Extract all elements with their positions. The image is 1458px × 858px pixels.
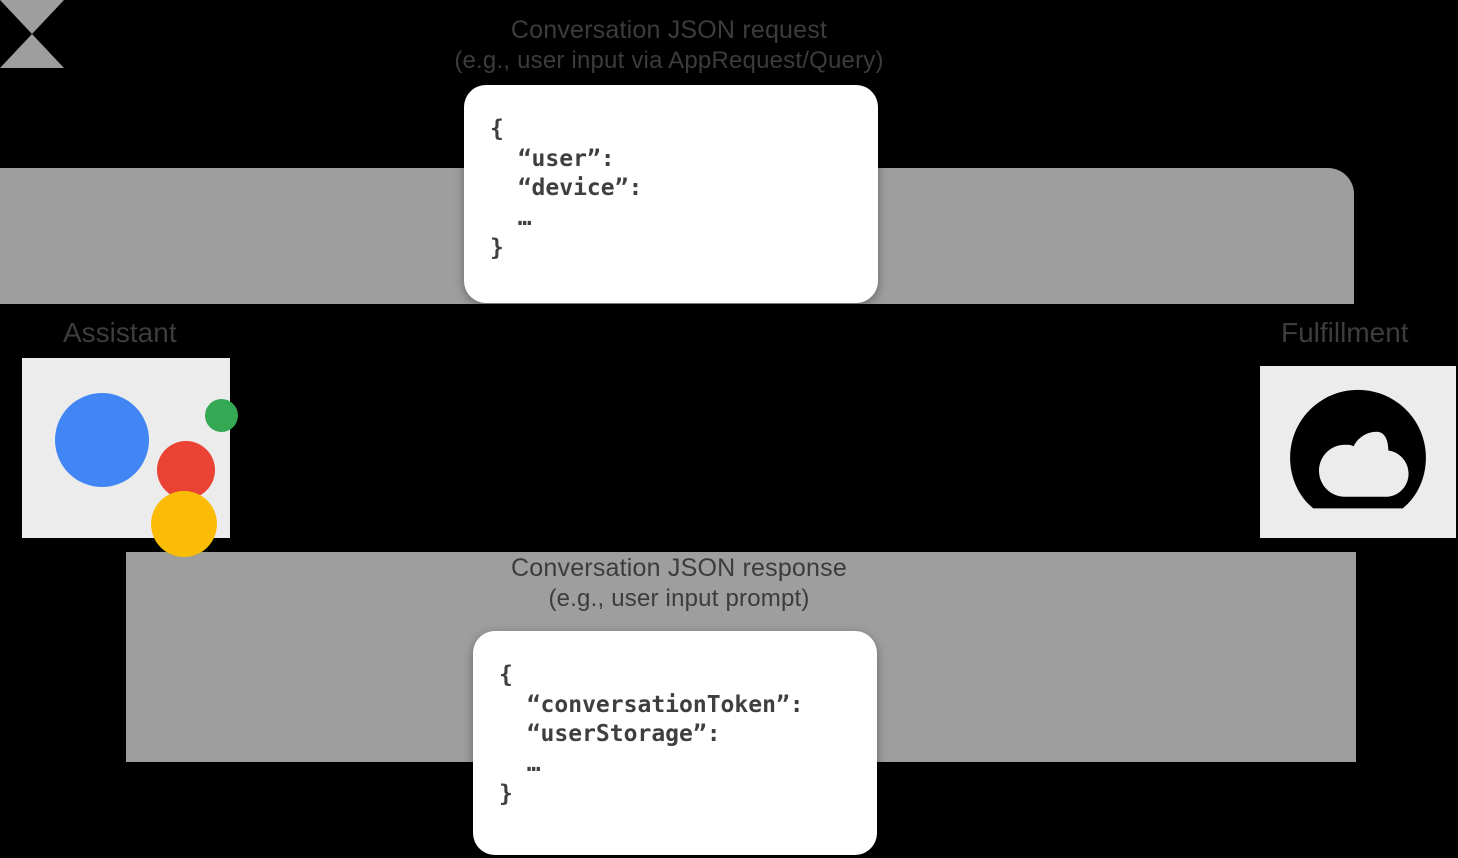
response-caption: Conversation JSON response (e.g., user i… bbox=[339, 552, 1019, 615]
response-caption-line2: (e.g., user input prompt) bbox=[548, 585, 810, 612]
google-assistant-logo-icon bbox=[41, 373, 238, 557]
request-json-code: { “user”: “device”: … } bbox=[490, 116, 643, 261]
request-arrow-head bbox=[0, 0, 64, 34]
assistant-red-dot-icon bbox=[157, 441, 215, 499]
request-caption: Conversation JSON request (e.g., user in… bbox=[329, 14, 1009, 77]
assistant-label: Assistant bbox=[63, 317, 177, 348]
cloud-icon bbox=[1290, 389, 1426, 509]
fulfillment-label: Fulfillment bbox=[1281, 317, 1409, 348]
request-caption-line2: (e.g., user input via AppRequest/Query) bbox=[454, 47, 884, 74]
response-arrow-head bbox=[0, 34, 64, 68]
response-caption-line1: Conversation JSON response bbox=[511, 554, 847, 582]
assistant-node[interactable] bbox=[22, 358, 238, 557]
request-json-card: { “user”: “device”: … } bbox=[464, 85, 878, 303]
fulfillment-node[interactable] bbox=[1260, 366, 1456, 538]
response-json-card: { “conversationToken”: “userStorage”: … … bbox=[473, 631, 877, 855]
response-json-code: { “conversationToken”: “userStorage”: … … bbox=[499, 662, 804, 807]
request-caption-line1: Conversation JSON request bbox=[510, 16, 828, 44]
assistant-blue-dot-icon bbox=[55, 393, 149, 487]
assistant-yellow-dot-icon bbox=[151, 491, 217, 557]
request-arrow-elbow bbox=[1212, 168, 1354, 304]
assistant-green-dot-icon bbox=[205, 399, 238, 432]
